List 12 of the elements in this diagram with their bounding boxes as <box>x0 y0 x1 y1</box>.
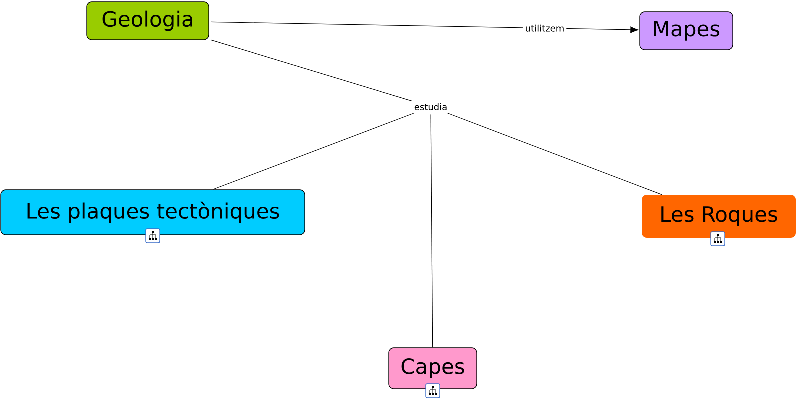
concept-box: Les plaques tectòniques <box>0 190 306 236</box>
connector <box>448 113 662 196</box>
edge-label: utilitzem <box>523 22 567 34</box>
linking-phrase: estudia <box>412 102 450 112</box>
concept-box: Geologia <box>86 2 210 40</box>
connector <box>210 40 413 102</box>
connector <box>212 113 414 190</box>
concept-box: Capes <box>388 348 478 390</box>
connector <box>211 22 639 34</box>
concept-box: Les Roques <box>642 195 796 238</box>
connector <box>430 114 434 348</box>
concept-box: Mapes <box>640 12 734 50</box>
